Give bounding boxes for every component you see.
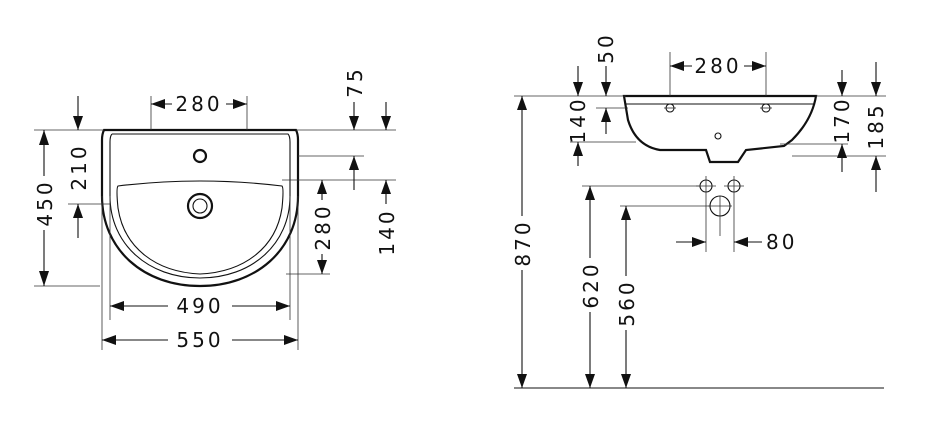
dim-supply-height: 620 (579, 261, 603, 308)
dim-rim-140: 140 (566, 96, 590, 143)
side-view: 280 140 50 170 185 (511, 32, 888, 389)
dim-waste-height: 560 (615, 279, 639, 326)
dim-tap-hole-from-top: 75 (343, 66, 367, 97)
dim-height-185: 185 (864, 102, 888, 149)
dim-depth-210: 210 (67, 143, 91, 190)
dim-overall-width: 550 (176, 328, 223, 352)
drain-outer (186, 192, 214, 220)
dim-mount-height: 870 (511, 219, 535, 266)
dim-rim-50: 50 (594, 32, 618, 63)
dim-overall-depth: 450 (33, 179, 57, 226)
basin-rim-line (109, 133, 291, 279)
dim-inner-width: 490 (176, 294, 223, 318)
front-view: 280 450 210 75 140 280 (33, 66, 399, 352)
basin-outer-outline (100, 128, 300, 288)
basin-bowl (116, 180, 284, 275)
basin-side-profile (622, 94, 818, 164)
dim-supply-spacing: 80 (766, 230, 797, 254)
dim-basin-depth: 280 (311, 203, 335, 250)
dim-top-hole-spacing: 280 (175, 92, 222, 116)
dim-height-170: 170 (830, 96, 854, 143)
tap-hole (192, 148, 208, 164)
dim-top-fixing-spacing: 280 (694, 54, 741, 78)
dim-bowl-to-front: 140 (375, 208, 399, 255)
drain-inner (192, 198, 208, 214)
